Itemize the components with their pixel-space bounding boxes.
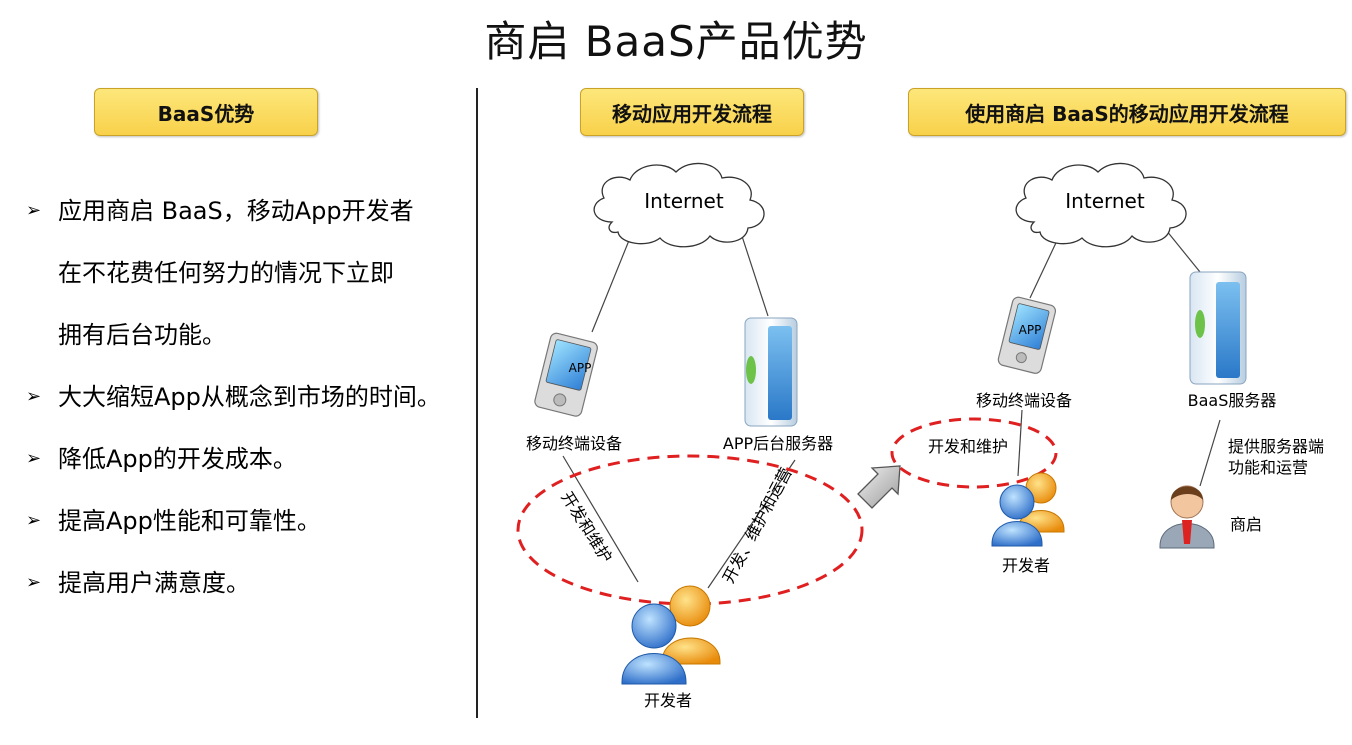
cloud-server-line <box>1165 229 1201 273</box>
baas-server-label: BaaS服务器 <box>1188 391 1277 410</box>
arrow-bullet-icon: ➢ <box>26 448 42 469</box>
arrow-bullet-icon: ➢ <box>26 572 42 593</box>
bullet-continuation: 在不花费任何努力的情况下立即 <box>58 259 394 287</box>
internet-label: Internet <box>1065 189 1145 213</box>
baas-server-icon <box>1189 271 1247 385</box>
mobile-dev-flow-header: 移动应用开发流程 <box>580 88 804 136</box>
bullet-item: ➢ 提高用户满意度。 <box>26 552 466 614</box>
advantages-list: ➢ 应用商启 BaaS，移动App开发者 在不花费任何努力的情况下立即 拥有后台… <box>26 180 466 614</box>
dev-maintain-operate-edge-label: 开发、维护和运营 <box>719 464 796 586</box>
merchant-label: 商启 <box>1230 515 1262 534</box>
arrow-bullet-icon: ➢ <box>26 386 42 407</box>
internet-cloud-icon <box>593 162 765 248</box>
arrow-bullet-icon: ➢ <box>26 510 42 531</box>
device-developer-line <box>562 455 639 583</box>
developer-icon <box>991 472 1065 547</box>
server-developer-line <box>707 459 796 589</box>
arrow-bullet-icon: ➢ <box>26 200 42 221</box>
bullet-item: ➢ 提高App性能和可靠性。 <box>26 490 466 552</box>
bullet-item: ➢ 大大缩短App从概念到市场的时间。 <box>26 366 466 428</box>
server-merchant-line <box>1199 419 1221 487</box>
bullet-text: 提高App性能和可靠性。 <box>58 507 321 535</box>
developer-icon <box>621 585 721 685</box>
server-icon <box>744 317 798 427</box>
provider-text-line: 功能和运营 <box>1228 458 1308 477</box>
developer-scope-ellipse <box>890 417 1058 489</box>
mobile-device-icon <box>997 296 1057 374</box>
developer-scope-ellipse <box>516 454 864 606</box>
internet-cloud-icon <box>1015 162 1187 248</box>
bullet-item: ➢ 降低App的开发成本。 <box>26 428 466 490</box>
mobile-device-icon <box>534 332 598 417</box>
developer-label: 开发者 <box>1002 556 1050 575</box>
page-title: 商启 BaaS产品优势 <box>484 17 868 66</box>
baas-dev-flow-header: 使用商启 BaaS的移动应用开发流程 <box>908 88 1346 136</box>
bullet-text: 应用商启 BaaS，移动App开发者 <box>58 197 414 225</box>
dev-maintain-label: 开发和维护 <box>928 437 1008 456</box>
baas-advantages-header: BaaS优势 <box>94 88 318 136</box>
device-screen-label: APP <box>1019 323 1042 337</box>
transition-arrow-icon <box>857 465 901 509</box>
bullet-text: 降低App的开发成本。 <box>58 445 297 473</box>
mobile-device-label: 移动终端设备 <box>526 434 622 453</box>
merchant-icon <box>1159 485 1215 549</box>
section-divider <box>476 88 478 718</box>
bullet-text: 提高用户满意度。 <box>58 569 250 597</box>
mobile-device-label: 移动终端设备 <box>976 391 1072 410</box>
dev-maintain-edge-label: 开发和维护 <box>557 488 616 566</box>
developer-label: 开发者 <box>644 691 692 710</box>
bullet-item: ➢ 应用商启 BaaS，移动App开发者 <box>26 180 466 242</box>
bullet-text: 大大缩短App从概念到市场的时间。 <box>58 383 441 411</box>
device-screen-label: APP <box>569 361 592 375</box>
bullet-continuation: 拥有后台功能。 <box>58 321 226 349</box>
cloud-server-line <box>739 229 769 317</box>
device-developer-line <box>1017 409 1023 477</box>
cloud-device-line <box>591 227 635 333</box>
app-server-label: APP后台服务器 <box>723 434 833 453</box>
internet-label: Internet <box>644 189 724 213</box>
provider-text-line: 提供服务器端 <box>1228 437 1324 456</box>
